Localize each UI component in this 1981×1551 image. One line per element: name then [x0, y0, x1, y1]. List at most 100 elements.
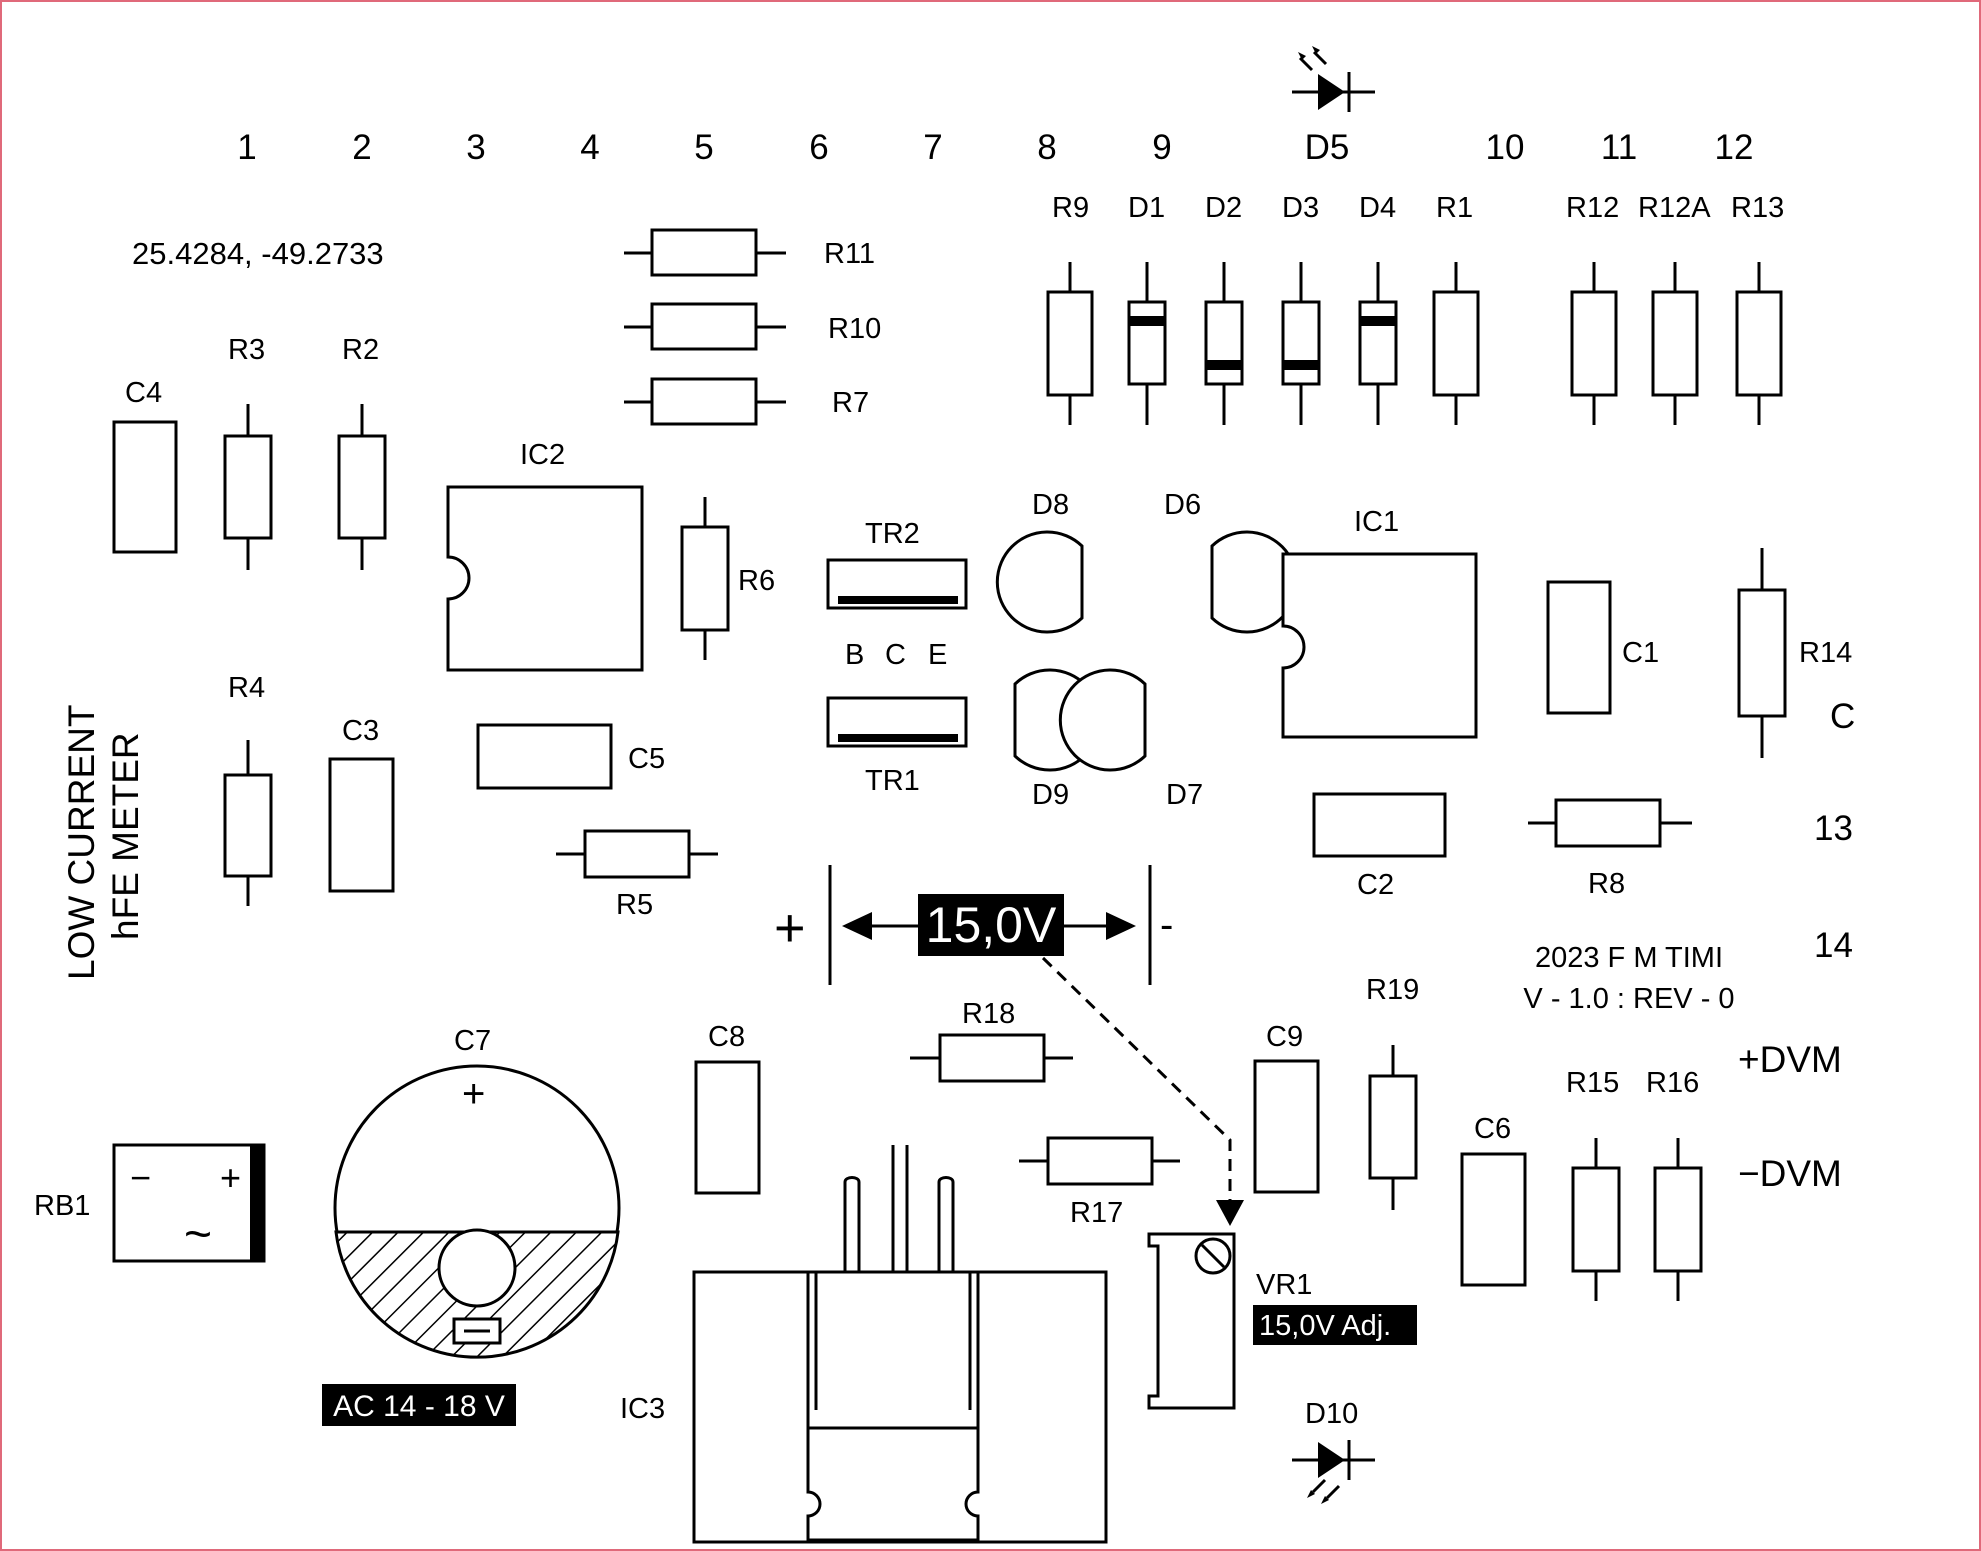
footer-version: V - 1.0 : REV - 0 — [1523, 983, 1734, 1015]
component-label: R4 — [228, 672, 265, 704]
component-label: R15 — [1566, 1067, 1619, 1099]
component-label: C3 — [342, 715, 379, 747]
diode-d2: D2 — [1204, 192, 1244, 425]
component-label: R18 — [962, 998, 1015, 1030]
ac-voltage-label: AC 14 - 18 V — [333, 1390, 505, 1423]
rb1-minus: − — [130, 1157, 151, 1198]
resistor-r17: R17 — [1019, 1136, 1180, 1229]
component-label: R8 — [1588, 868, 1625, 900]
column-number: 8 — [1037, 128, 1056, 167]
coordinates-label: 25.4284, -49.2733 — [132, 236, 384, 271]
transistor-tr1: TR1 — [826, 696, 968, 797]
diode-d4: D4 — [1358, 192, 1398, 425]
capacitor-c6: C6 — [1460, 1113, 1527, 1287]
column-number: 9 — [1152, 128, 1171, 167]
vr1-adjust-label: 15,0V Adj. — [1259, 1310, 1391, 1342]
trimmer-vr1: VR1 15,0V Adj. — [1147, 1232, 1417, 1410]
resistor-r18: R18 — [910, 998, 1073, 1083]
regulator-ic3: IC3 — [620, 1145, 1108, 1544]
component-label: R2 — [342, 334, 379, 366]
capacitor-c4: C4 — [112, 377, 178, 554]
component-label: R11 — [824, 238, 875, 270]
component-label: R17 — [1070, 1197, 1123, 1229]
diode-d1: D1 — [1127, 192, 1167, 425]
resistor-r19: R19 — [1366, 974, 1419, 1210]
component-label: D7 — [1166, 779, 1203, 811]
component-label: R9 — [1052, 192, 1089, 224]
pin-label: B — [845, 639, 864, 671]
component-label: IC2 — [520, 439, 565, 471]
diode-d8: D8 — [995, 489, 1084, 634]
board-title: LOW CURRENT hFE METER — [61, 705, 146, 980]
component-label: R12A — [1638, 192, 1711, 224]
title-line-1: LOW CURRENT — [61, 705, 102, 980]
resistor-r5: R5 — [556, 829, 718, 921]
polarity-plus: + — [462, 1072, 485, 1116]
component-label: D6 — [1164, 489, 1201, 521]
component-label: C1 — [1622, 637, 1659, 669]
component-label: C4 — [125, 377, 162, 409]
resistor-r2: R2 — [337, 334, 387, 570]
column-number: 7 — [923, 128, 942, 167]
dvm-minus-label: −DVM — [1738, 1153, 1842, 1194]
resistor-r10: R10 — [624, 302, 881, 351]
component-label: R7 — [832, 387, 869, 419]
resistor-r7: R7 — [624, 377, 869, 426]
component-label: C6 — [1474, 1113, 1511, 1145]
side-number-14: 14 — [1814, 926, 1853, 965]
top-component-row: R9 D1 D2 D3 D4 R1 — [1046, 192, 1784, 425]
component-label: IC3 — [620, 1393, 665, 1425]
resistor-r16: R16 — [1646, 1067, 1703, 1301]
component-label: D10 — [1305, 1398, 1358, 1430]
resistor-r12: R12 — [1566, 192, 1619, 425]
resistor-r9: R9 — [1046, 192, 1094, 425]
column-number: D5 — [1305, 128, 1350, 167]
capacitor-c5: C5 — [476, 723, 665, 790]
column-number: 1 — [237, 128, 256, 167]
resistor-r3: R3 — [223, 334, 273, 570]
bridge-rectifier-rb1: − + ~ RB1 — [34, 1143, 266, 1263]
component-label: R13 — [1731, 192, 1784, 224]
transistor-tr2: TR2 — [826, 518, 968, 610]
capacitor-c8: C8 — [694, 1021, 761, 1195]
component-label: TR2 — [865, 518, 920, 550]
resistor-r11: R11 — [624, 228, 875, 277]
column-number: 10 — [1486, 128, 1525, 167]
component-label: D1 — [1128, 192, 1165, 224]
capacitor-c9: C9 — [1253, 1021, 1320, 1194]
component-label: R10 — [828, 313, 881, 345]
dvm-plus-label: +DVM — [1738, 1039, 1842, 1080]
column-number: 6 — [809, 128, 828, 167]
capacitor-c2: C2 — [1312, 792, 1447, 901]
component-label: R14 — [1799, 637, 1852, 669]
component-label: R6 — [738, 565, 775, 597]
component-label: R5 — [616, 889, 653, 921]
minus-sign: - — [1160, 903, 1173, 947]
rb1-plus: + — [220, 1157, 241, 1198]
component-label: D2 — [1205, 192, 1242, 224]
resistor-r6: R6 — [680, 497, 775, 660]
component-label: VR1 — [1256, 1269, 1312, 1301]
column-numbers: 1 2 3 4 5 6 7 8 9 D5 10 11 12 — [237, 128, 1753, 167]
pin-label: E — [928, 639, 947, 671]
component-label: IC1 — [1354, 506, 1399, 538]
component-label: D3 — [1282, 192, 1319, 224]
component-label: C5 — [628, 743, 665, 775]
plus-sign: + — [774, 898, 806, 958]
capacitor-c1: C1 — [1546, 580, 1659, 715]
component-label: C9 — [1266, 1021, 1303, 1053]
side-number-13: 13 — [1814, 809, 1853, 848]
component-label: R12 — [1566, 192, 1619, 224]
side-label-c: C — [1830, 697, 1855, 736]
resistor-r13: R13 — [1731, 192, 1784, 425]
title-line-2: hFE METER — [105, 732, 146, 940]
component-label: RB1 — [34, 1190, 90, 1222]
voltage-value: 15,0V — [926, 897, 1057, 953]
led-d5 — [1292, 46, 1375, 112]
ic2: IC2 — [446, 439, 644, 672]
component-label: D4 — [1359, 192, 1396, 224]
column-number: 3 — [466, 128, 485, 167]
component-label: C2 — [1357, 869, 1394, 901]
resistor-r8: R8 — [1528, 798, 1692, 900]
diode-d7: D7 — [1058, 668, 1203, 811]
